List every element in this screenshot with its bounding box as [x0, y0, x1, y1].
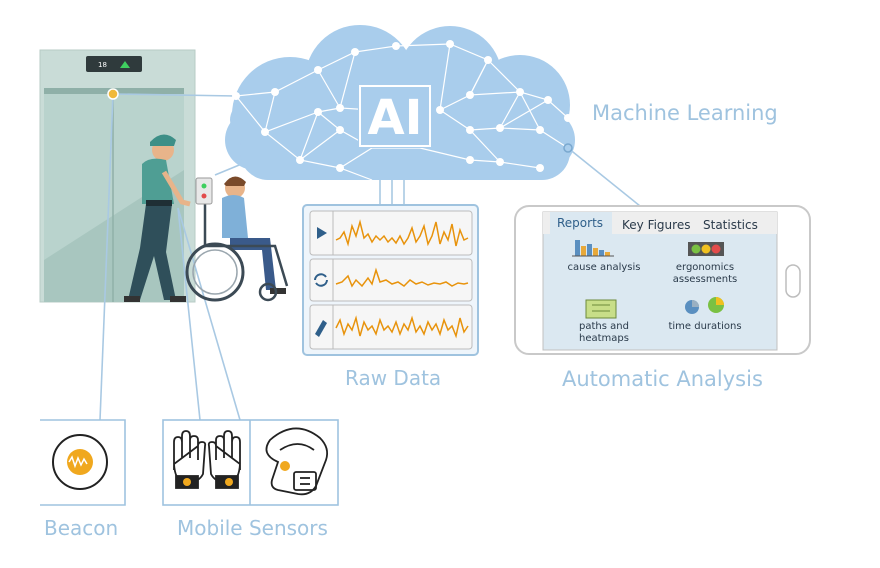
- wheelchair-figure: [185, 176, 289, 302]
- ai-box-border: [359, 85, 431, 147]
- mobile-sensors-label: Mobile Sensors: [177, 516, 328, 540]
- play-icon: [317, 227, 327, 239]
- left-glove-icon: [173, 430, 207, 489]
- signal-icon: [68, 455, 88, 469]
- beacon-dot: [107, 88, 119, 100]
- tab-key-figures[interactable]: Key Figures: [622, 218, 691, 232]
- bar-chart-icon: [572, 240, 614, 257]
- mobile-sensors-box: [162, 419, 339, 506]
- ai-label: AI: [367, 90, 422, 146]
- raw-data-label: Raw Data: [345, 366, 442, 390]
- compass-icon: [315, 320, 327, 337]
- right-glove-icon: [207, 430, 241, 489]
- signal-wave-2: [335, 267, 469, 288]
- ai-box: [358, 84, 432, 148]
- smartphone: [514, 205, 811, 355]
- elevator: [39, 49, 196, 303]
- network-nodes: [232, 40, 573, 172]
- raw-data-panel: [302, 204, 479, 356]
- signal-wave-1: [335, 219, 469, 247]
- home-button: [785, 264, 801, 298]
- machine-learning-label: Machine Learning: [592, 101, 778, 125]
- floor-number: 18: [98, 61, 107, 69]
- tab-reports[interactable]: Reports: [557, 216, 604, 230]
- beacon-box: [40, 419, 126, 506]
- pie-chart-icon: [685, 297, 724, 314]
- heatmap-icon: [585, 299, 617, 319]
- report-paths-and-heatmaps[interactable]: paths and heatmaps: [579, 321, 629, 344]
- sensor-belt-icon: [265, 427, 329, 496]
- report-time-durations[interactable]: time durations: [668, 321, 742, 332]
- signal-wave-3: [335, 315, 469, 339]
- automatic-analysis-label: Automatic Analysis: [562, 367, 763, 391]
- report-cause-analysis[interactable]: cause analysis: [567, 262, 641, 273]
- nurse-figure: [124, 134, 191, 302]
- rotate-icon: [314, 273, 328, 287]
- tab-statistics[interactable]: Statistics: [703, 218, 758, 232]
- beacon-label: Beacon: [44, 516, 119, 540]
- report-ergonomics-assessments[interactable]: ergonomics assessments: [672, 262, 738, 285]
- traffic-light-icon: [688, 242, 724, 256]
